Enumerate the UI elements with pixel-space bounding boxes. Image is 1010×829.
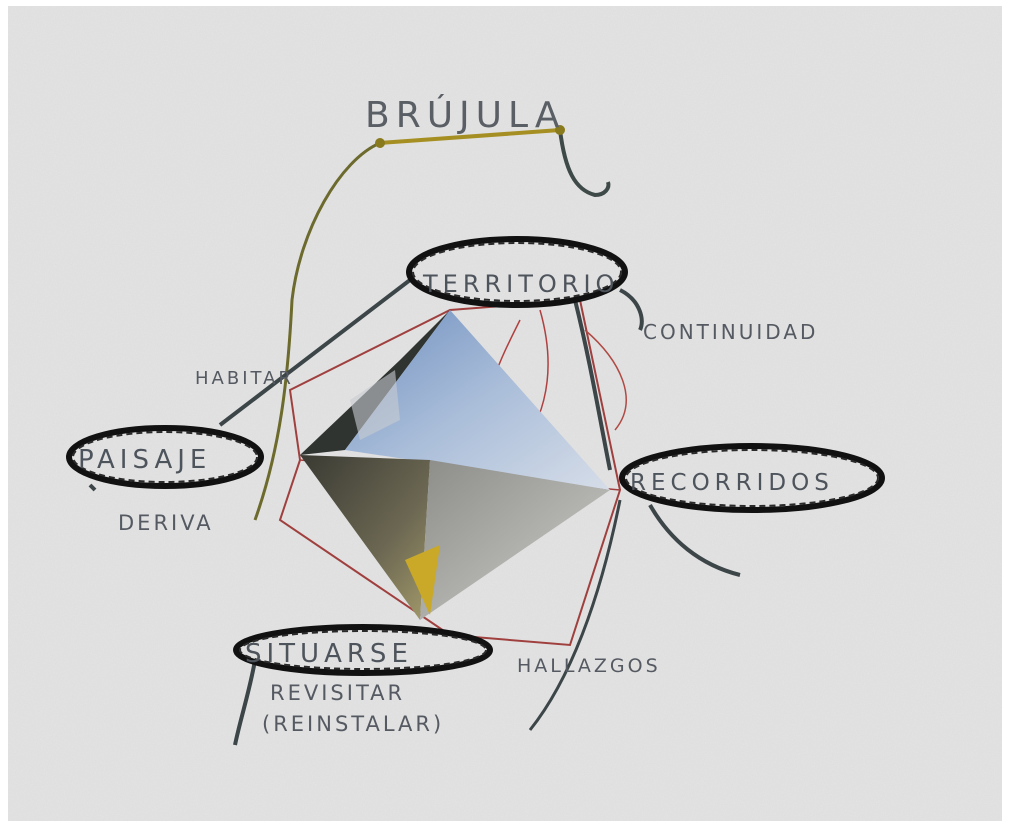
label-deriva: DERIVA [118,511,214,535]
label-continuidad: CONTINUIDAD [643,320,818,344]
node-situarse: SITUARSE [245,639,413,669]
label-revisitar: REVISITAR [270,681,405,705]
label-hallazgos: HALLAZGOS [517,655,661,677]
node-territorio: TERRITORIO [422,270,619,298]
label-reinstalar: (REINSTALAR) [262,712,444,736]
node-paisaje: PAISAJE [78,445,211,475]
node-recorridos: RECORRIDOS [630,470,834,496]
label-habitar: HABITAR [195,368,294,389]
title-brujula: BRÚJULA [365,94,566,136]
title-knot-left [375,138,385,148]
